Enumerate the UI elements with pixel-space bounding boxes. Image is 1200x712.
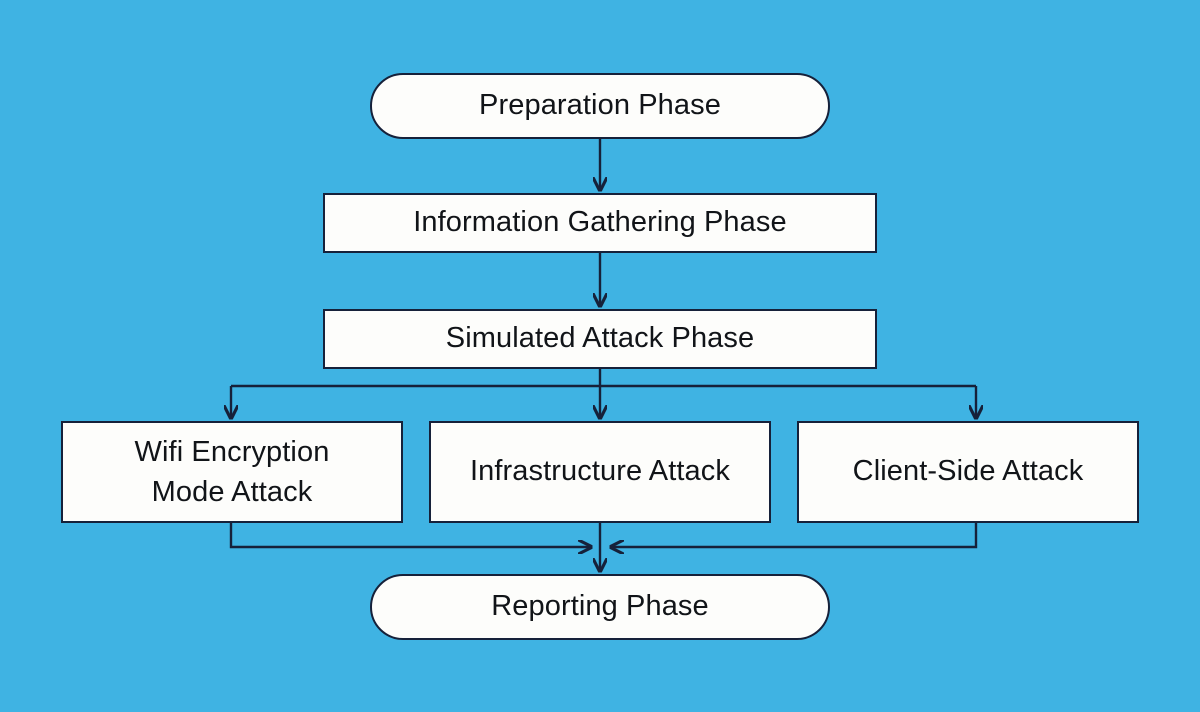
- node-simulated-attack-phase[interactable]: Simulated Attack Phase: [323, 309, 877, 369]
- node-simulated-attack-phase-label: Simulated Attack Phase: [445, 322, 755, 355]
- node-client-side-attack-label: Client-Side Attack: [852, 455, 1084, 488]
- node-reporting-phase-label: Reporting Phase: [491, 590, 709, 623]
- node-infrastructure-attack[interactable]: Infrastructure Attack: [429, 421, 771, 523]
- edge-wifi-to-reporting: [229, 523, 591, 547]
- node-reporting-phase[interactable]: Reporting Phase: [370, 574, 830, 640]
- node-information-gathering-phase[interactable]: Information Gathering Phase: [323, 193, 877, 253]
- node-wifi-encryption-mode-attack-label: Wifi Encryption Mode Attack: [134, 435, 330, 508]
- edge-clientside-to-reporting: [611, 523, 978, 547]
- node-client-side-attack[interactable]: Client-Side Attack: [797, 421, 1139, 523]
- node-infrastructure-attack-label: Infrastructure Attack: [470, 455, 730, 488]
- node-preparation-phase-label: Preparation Phase: [479, 89, 721, 122]
- node-wifi-encryption-mode-attack[interactable]: Wifi Encryption Mode Attack: [61, 421, 403, 523]
- node-information-gathering-phase-label: Information Gathering Phase: [413, 206, 787, 239]
- node-preparation-phase[interactable]: Preparation Phase: [370, 73, 830, 139]
